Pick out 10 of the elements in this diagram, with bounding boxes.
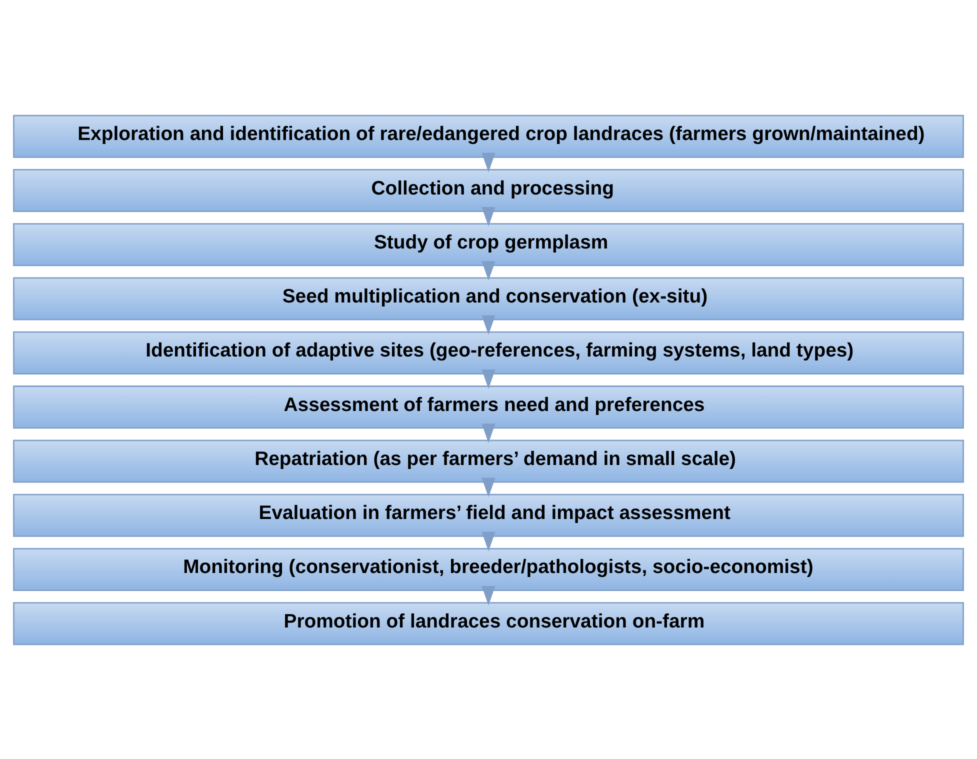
arrow (482, 477, 496, 497)
arrow (482, 531, 496, 551)
arrow (482, 206, 496, 226)
node-box: Promotion of landraces conservation on-farm (13, 602, 964, 645)
arrow (482, 586, 496, 605)
arrow (482, 423, 496, 443)
arrow (482, 314, 496, 334)
arrow (482, 260, 496, 280)
arrow (482, 152, 496, 172)
arrow (482, 368, 496, 388)
